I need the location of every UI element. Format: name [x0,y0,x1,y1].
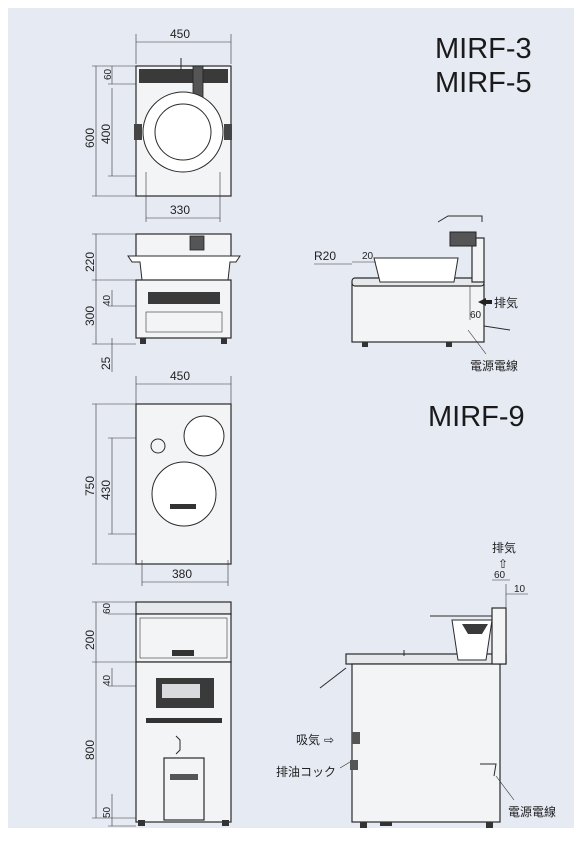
bottom-side-basket-fill [462,624,488,634]
dim-top-front-top: 220 [83,252,97,272]
bottom-side-handle [319,667,347,689]
label-top-power-cord: 電源電線 [470,358,518,373]
top-front-control [189,235,205,251]
top-front-view: 220 300 40 25 [83,233,241,372]
bottom-side-cord [480,763,497,777]
bottom-side-view: 排気 ⇧ 60 10 吸気 ⇨ 排油コック 電源電線 [276,540,556,828]
model-title-mirf3: MIRF-3 [435,33,532,65]
top-side-control [449,231,477,247]
top-side-backguard [471,237,485,283]
bottom-plan-pot-handle [170,504,196,509]
label-bottom-exhaust: 排気 [492,540,516,555]
dim-top-plan-pot-area: 400 [99,124,113,144]
label-bottom-exhaust-arrow: ⇧ [498,557,508,571]
bottom-side-body [351,663,501,823]
top-plan-vent-strip [139,69,228,83]
top-front-vent [148,292,220,304]
top-plan-pot-inner [154,103,212,161]
bottom-side-wheel [380,822,392,826]
top-front-pot [127,255,241,281]
dim-top-front-legs: 25 [99,356,113,370]
label-intake-arrow: ⇨ [324,733,334,747]
label-top-exhaust: 排気 [494,295,518,310]
top-side-leg-right [446,342,452,347]
dim-top-front-body: 300 [83,306,97,326]
dim-top-front-middle: 40 [102,294,113,306]
bottom-plan-pot [151,461,217,527]
dim-bottom-plan-depth: 750 [83,476,97,496]
dim-top-side-exhaust: 60 [470,310,482,321]
dim-bottom-front-strip: 60 [102,602,113,614]
model-title-mirf5: MIRF-5 [435,67,532,99]
bottom-front-pot-area [139,617,228,659]
top-front-body [135,279,232,339]
top-front-upper [135,233,232,259]
top-side-pot [373,257,459,283]
top-side-view: R20 20 排気 60 電源電線 [314,215,518,373]
dim-bottom-front-legs: 50 [102,806,113,818]
dim-bottom-front-top: 200 [83,630,97,650]
dim-top-plan-depth: 600 [83,128,97,148]
bottom-front-handle [172,650,194,656]
bottom-plan-basket [183,415,225,457]
dim-top-plan-strip: 60 [103,68,114,80]
dim-bottom-side-exhaust: 60 [494,570,506,581]
label-drain-cock: 排油コック [276,765,336,779]
bottom-plan-small-circle [150,438,166,454]
dim-top-plan-width: 450 [170,27,190,41]
bottom-side-drain [350,760,358,770]
top-plan-handle-left [134,124,142,140]
top-front-leg-right [221,338,227,344]
top-cord [483,325,511,331]
top-front-leg-left [140,338,146,344]
bottom-front-view: 60 200 40 800 50 [83,601,232,827]
bottom-front-top-strip [135,601,232,615]
bottom-front-drain-tank [163,757,205,821]
dim-bottom-plan-pot-area: 430 [99,480,113,500]
dim-top-side-radius: R20 [314,249,336,263]
bottom-side-leg-right [486,822,493,828]
dim-bottom-front-body: 800 [83,740,97,760]
dim-bottom-front-middle: 40 [102,674,113,686]
bottom-front-leg-left [138,820,145,826]
dim-bottom-plan-pot-width: 380 [172,567,192,581]
bottom-front-leg-right [222,820,229,826]
dim-top-side-rim: 20 [362,251,374,262]
top-plan-handle-right [224,124,232,140]
top-side-body [351,283,485,343]
bottom-side-leg-left [360,822,367,828]
bottom-side-backguard [491,607,507,665]
label-bottom-power-cord: 電源電線 [508,804,556,819]
label-intake: 吸気 [296,732,320,747]
bottom-front-bar [146,718,222,723]
model-title-mirf9: MIRF-9 [428,401,525,433]
top-side-arm [437,215,483,223]
top-side-leg-left [362,342,368,347]
top-exhaust-arrow [478,298,492,306]
bottom-side-intake [352,732,360,744]
bottom-front-tank-handle [170,774,198,780]
bottom-plan-view: 450 750 430 380 [83,369,232,586]
bottom-front-display [162,684,200,698]
top-front-panel [145,311,223,333]
dim-bottom-plan-width: 450 [170,369,190,383]
bottom-front-drain-pipe [175,735,181,755]
dim-bottom-side-offset: 10 [514,584,526,595]
dim-top-plan-pot-width: 330 [170,203,190,217]
top-plan-view: 450 600 60 400 330 [83,27,232,222]
